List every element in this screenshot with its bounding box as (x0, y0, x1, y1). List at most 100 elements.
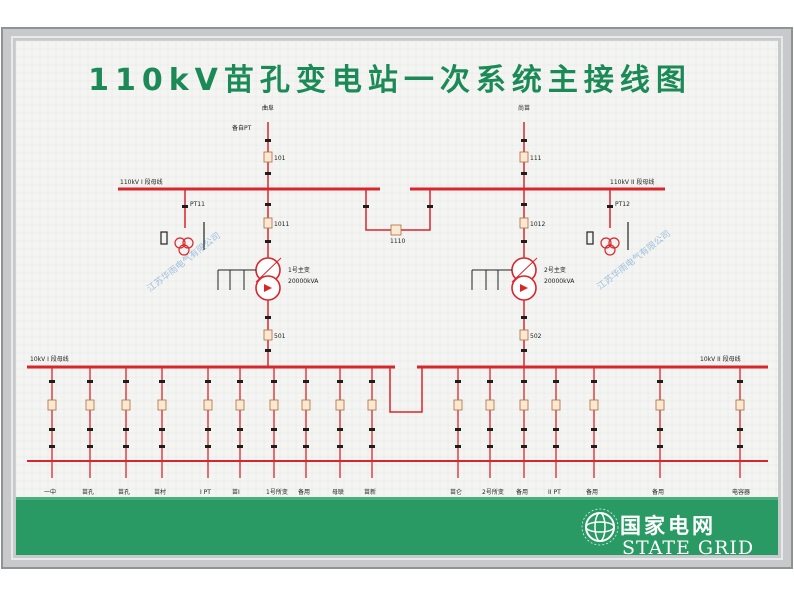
feeder-breaker-icon (485, 399, 495, 411)
feeder-disconnector-icon (303, 445, 309, 448)
feeder-label: 苗孔 (118, 488, 130, 496)
feeder-disconnector-icon (87, 428, 93, 431)
pt12-label: PT12 (615, 201, 630, 208)
breaker-502-label: 502 (530, 333, 542, 340)
feeder-label: 2号所变 (482, 488, 504, 496)
feeder-disconnector-icon (521, 428, 527, 431)
feeder-disconnector-icon (159, 380, 165, 383)
feeder-breaker-icon (301, 399, 311, 411)
pt-left-label: 备自PT (232, 124, 252, 132)
incoming-line-right-label: 尚苗 (518, 104, 530, 112)
busbar-110kv-left-label: 110kV I 段母线 (120, 178, 163, 186)
feeder-breaker-icon (655, 399, 665, 411)
feeder-disconnector-icon (337, 445, 343, 448)
feeder-disconnector-icon (87, 380, 93, 383)
feeder-breaker-icon (519, 399, 529, 411)
feeder-disconnector-icon (337, 428, 343, 431)
feeder-disconnector-icon (657, 380, 663, 383)
feeder-breaker-icon (589, 399, 599, 411)
feeder-disconnector-icon (87, 445, 93, 448)
brand-banner (16, 497, 778, 555)
feeder-disconnector-icon (237, 380, 243, 383)
feeder-disconnector-icon (553, 428, 559, 431)
feeder-disconnector-icon (369, 428, 375, 431)
feeder-disconnector-icon (303, 380, 309, 383)
feeder-disconnector-icon (591, 428, 597, 431)
feeder-disconnector-icon (487, 445, 493, 448)
feeder-label: 电容器 (732, 488, 750, 496)
feeder-disconnector-icon (737, 445, 743, 448)
busbar-110kv-group (118, 122, 665, 367)
feeder-disconnector-icon (487, 428, 493, 431)
feeder-label: 苗仑 (450, 488, 462, 496)
feeder-disconnector-icon (455, 428, 461, 431)
main-transformer-2-icon (511, 257, 538, 301)
switch-110kv-group (263, 151, 529, 341)
feeder-label: 苗新 (364, 488, 376, 496)
feeder-disconnector-icon (737, 428, 743, 431)
feeder-label: II PT (548, 489, 561, 496)
feeder-disconnector-icon (123, 445, 129, 448)
feeder-disconnector-icon (369, 445, 375, 448)
feeder-disconnector-icon (49, 445, 55, 448)
incoming-line-left-label: 曲阜 (262, 104, 274, 112)
diagram-labels: 曲阜 尚苗 备自PT 110kV I 段母线 110kV II 段母线 PT11… (30, 104, 741, 363)
feeder-disconnector-icon (369, 380, 375, 383)
feeder-breaker-icon (203, 399, 213, 411)
board-surface (16, 41, 778, 555)
pt-110kv-right-icon (586, 222, 629, 256)
feeder-disconnector-icon (49, 380, 55, 383)
feeder-breaker-icon (269, 399, 279, 411)
feeder-disconnector-icon (657, 445, 663, 448)
transformer-2-rating: 20000kVA (544, 278, 575, 285)
feeder-disconnector-icon (553, 445, 559, 448)
feeder-label: 苗I (232, 488, 240, 496)
busbar-110kv-right-label: 110kV II 段母线 (610, 178, 654, 186)
breaker-1110-label: 1110 (390, 238, 405, 245)
busbar-10kv-right-label: 10kV II 段母线 (700, 355, 741, 363)
feeder-disconnector-icon (271, 380, 277, 383)
feeder-disconnector-icon (591, 380, 597, 383)
feeder-disconnector-icon (271, 428, 277, 431)
feeder-label: 备用 (586, 488, 598, 496)
neutral-grounding-group (217, 269, 512, 290)
feeder-breaker-icon (157, 399, 167, 411)
feeder-label: 1号所变 (266, 488, 288, 496)
breaker-1011-label: 1011 (274, 221, 289, 228)
breaker-501-label: 501 (274, 333, 286, 340)
feeder-disconnector-icon (123, 380, 129, 383)
feeder-disconnector-icon (159, 445, 165, 448)
feeder-label: 备用 (298, 488, 310, 496)
feeder-disconnector-icon (237, 445, 243, 448)
transformer-1-rating: 20000kVA (288, 278, 319, 285)
breaker-1012-label: 1012 (530, 221, 545, 228)
pt-110kv-left-icon (160, 222, 205, 256)
busbar-10kv-left-label: 10kV I 段母线 (30, 355, 69, 363)
feeder-label: 一中 (44, 488, 56, 496)
feeder-disconnector-icon (159, 428, 165, 431)
feeder-disconnector-icon (337, 380, 343, 383)
feeder-disconnector-icon (123, 428, 129, 431)
feeder-disconnector-icon (455, 380, 461, 383)
frame-inner (11, 36, 783, 560)
feeder-breaker-icon (735, 399, 745, 411)
feeder-label: I PT (200, 489, 211, 496)
board-grid (15, 40, 778, 498)
pt11-label: PT11 (190, 201, 205, 208)
feeder-breaker-icon (121, 399, 131, 411)
feeder-disconnector-icon (553, 380, 559, 383)
feeder-disconnector-icon (657, 428, 663, 431)
brand-name-cn: 国家电网 (620, 514, 716, 538)
feeder-breaker-icon (367, 399, 377, 411)
feeder-disconnector-icon (271, 445, 277, 448)
transformer-2-name: 2号主变 (544, 266, 566, 274)
feeder-label: 备用 (516, 488, 528, 496)
feeder-label: 苗孔 (82, 488, 94, 496)
feeder-switches (47, 380, 745, 448)
transformer-1-name: 1号主变 (288, 266, 310, 274)
feeder-disconnector-icon (205, 380, 211, 383)
feeder-disconnector-icon (49, 428, 55, 431)
main-transformer-1-icon (255, 257, 282, 301)
feeder-breaker-icon (47, 399, 57, 411)
